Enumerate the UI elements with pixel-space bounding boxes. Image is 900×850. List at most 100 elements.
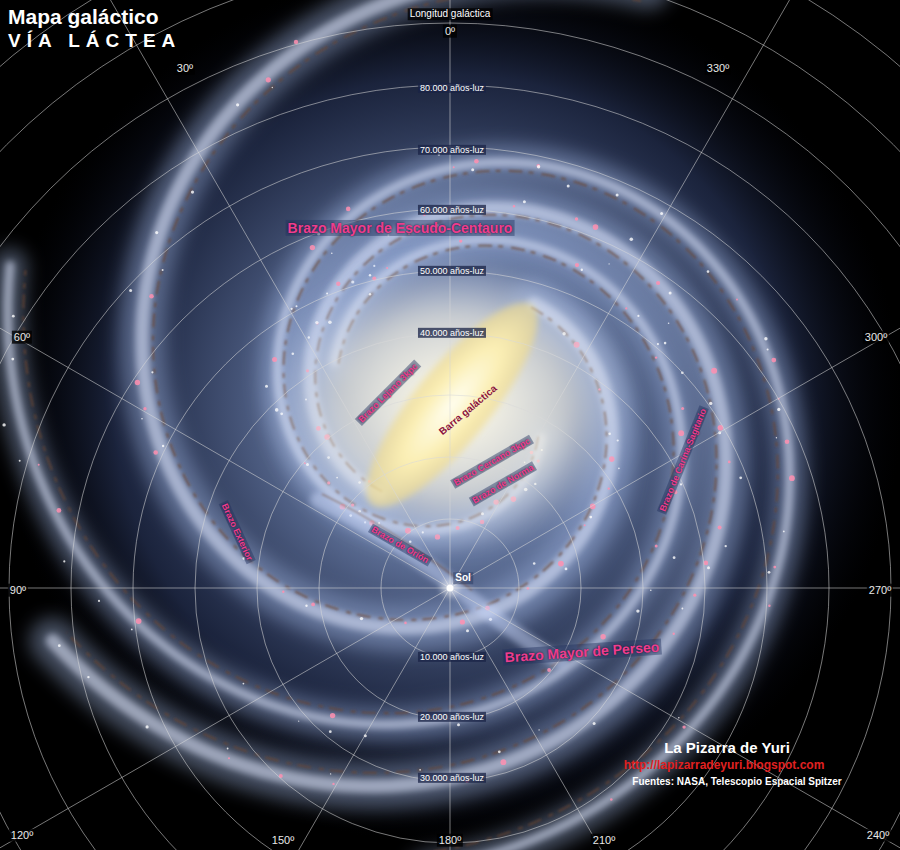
distance-label: 70.000 años-luz: [418, 145, 486, 155]
star-forming-region: [678, 430, 684, 436]
star-cluster: [767, 348, 769, 350]
star-cluster: [457, 723, 460, 726]
star-cluster: [272, 87, 273, 88]
star-cluster: [637, 315, 639, 317]
star-forming-region: [773, 566, 776, 569]
distance-label: 80.000 años-luz: [418, 83, 486, 93]
longitude-label: 330º: [705, 62, 731, 75]
star-cluster: [523, 200, 526, 203]
longitude-label: 60º: [12, 331, 32, 344]
star-cluster: [725, 545, 727, 547]
star-forming-region: [768, 605, 770, 607]
star-forming-region: [625, 307, 627, 309]
star-forming-region: [346, 207, 351, 212]
longitude-line: [450, 88, 900, 588]
star-cluster: [537, 165, 540, 168]
star-cluster: [776, 437, 777, 438]
star-forming-region: [711, 368, 717, 374]
distance-label: 40.000 años-luz: [418, 328, 486, 338]
star-cluster: [668, 323, 670, 325]
galactic-bar: [342, 282, 562, 529]
longitude-label: 270º: [867, 584, 893, 597]
star-forming-region: [584, 524, 586, 526]
star-cluster: [162, 269, 164, 271]
star-cluster: [87, 676, 89, 678]
star-forming-region: [310, 245, 315, 250]
longitude-label: 30º: [175, 62, 195, 75]
longitude-label: 120º: [9, 829, 35, 842]
star-cluster: [589, 516, 592, 519]
star-forming-region: [771, 358, 776, 363]
star-forming-region: [681, 407, 684, 410]
star-forming-region: [693, 594, 696, 597]
longitude-line: [450, 588, 900, 850]
arm-core: [142, 0, 648, 628]
star-cluster: [565, 568, 568, 571]
arm-glow: [142, 0, 648, 628]
star-cluster: [146, 725, 149, 728]
star-forming-region: [736, 298, 738, 300]
credit-url: http://lapizarradeyuri.blogspot.com: [624, 759, 825, 773]
star-cluster: [296, 305, 298, 307]
star-forming-region: [537, 164, 541, 168]
star-forming-region: [330, 713, 335, 718]
axis-title: Longitud galáctica: [408, 8, 493, 20]
star-cluster: [191, 191, 194, 194]
longitude-line: [0, 588, 450, 850]
star-forming-region: [135, 380, 140, 385]
distance-label: 10.000 años-luz: [418, 652, 486, 662]
longitude-label: 0º: [443, 25, 457, 38]
star-cluster: [567, 185, 570, 188]
star-cluster: [58, 644, 61, 647]
star-cluster: [141, 418, 143, 420]
longitude-line: [0, 588, 450, 850]
star-cluster: [630, 238, 634, 242]
star-cluster: [538, 729, 539, 730]
star-forming-region: [575, 263, 579, 267]
star-forming-region: [266, 77, 271, 82]
star-cluster: [660, 212, 663, 215]
star-forming-region: [311, 603, 315, 607]
star-forming-region: [459, 239, 462, 242]
map-title: Mapa galáctico: [8, 5, 159, 29]
star-forming-region: [332, 783, 334, 785]
sun-label: Sol: [453, 572, 473, 584]
star-cluster: [162, 445, 164, 447]
star-forming-region: [656, 281, 660, 285]
star-cluster: [466, 629, 469, 632]
star-forming-region: [655, 545, 658, 548]
star-cluster: [360, 617, 363, 620]
star-cluster: [783, 531, 785, 533]
star-cluster: [305, 605, 307, 607]
star-cluster: [98, 600, 100, 602]
star-cluster: [673, 556, 676, 559]
credit-author: La Pizarra de Yuri: [664, 739, 790, 756]
star-cluster: [471, 168, 474, 171]
star-cluster: [682, 608, 684, 610]
longitude-label: 300º: [863, 331, 889, 344]
star-cluster: [129, 289, 132, 292]
longitude-label: 180º: [437, 834, 463, 847]
dust-lane: [23, 246, 673, 714]
longitude-line: [0, 588, 450, 589]
distance-label: 20.000 años-luz: [418, 712, 486, 722]
star-cluster: [777, 408, 780, 411]
star-cluster: [709, 402, 712, 405]
longitude-label: 240º: [865, 829, 891, 842]
star-forming-region: [57, 508, 62, 513]
star-cluster: [227, 748, 229, 750]
star-cluster: [581, 269, 583, 271]
arm-name: Brazo Mayor de Escudo-Centauro: [286, 220, 515, 236]
star-cluster: [19, 460, 21, 462]
star-forming-region: [513, 205, 515, 207]
sun-dot: [447, 585, 454, 592]
star-forming-region: [136, 618, 142, 624]
star-cluster: [609, 263, 610, 264]
distance-label: 50.000 años-luz: [418, 266, 486, 276]
star-cluster: [593, 722, 596, 725]
star-forming-region: [282, 591, 284, 593]
distance-label: 30.000 años-luz: [418, 773, 486, 783]
star-forming-region: [785, 439, 790, 444]
star-cluster: [419, 769, 421, 771]
star-cluster: [657, 343, 659, 345]
